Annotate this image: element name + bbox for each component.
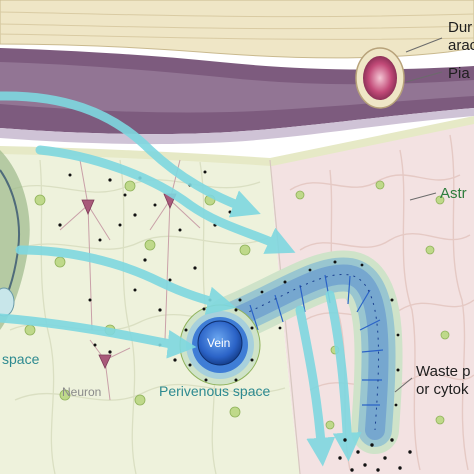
exiting-waste — [338, 438, 412, 472]
label-dura-line1: Dur — [448, 19, 472, 36]
neuron-cells — [59, 159, 201, 401]
label-pia: Pia — [448, 65, 470, 82]
surface-artery — [355, 47, 405, 109]
tissue-front-face — [0, 150, 300, 474]
pia-membrane — [0, 108, 474, 145]
perivascular-particles — [238, 260, 400, 407]
label-astrocyte: Astr — [440, 185, 467, 202]
label-neuron: Neuron — [62, 385, 101, 399]
vessel-cross-section-icon — [197, 320, 243, 366]
label-vein: Vein — [207, 336, 230, 350]
label-waste-line2: or cytok — [416, 381, 469, 398]
pia-band-highlight — [0, 62, 474, 113]
label-space: space — [2, 351, 40, 367]
label-waste-line1: Waste p — [416, 363, 470, 380]
label-perivenous: Perivenous space — [159, 383, 271, 399]
tissue-top-edge — [0, 116, 474, 166]
csf-flow-arrows — [0, 91, 362, 467]
draining-vessel — [206, 250, 403, 454]
label-dura-line2: arac — [448, 37, 474, 54]
dura-layer — [0, 0, 474, 59]
leader-lines — [394, 37, 443, 393]
vein-cross-section — [179, 304, 261, 386]
dura-lines — [0, 11, 474, 40]
